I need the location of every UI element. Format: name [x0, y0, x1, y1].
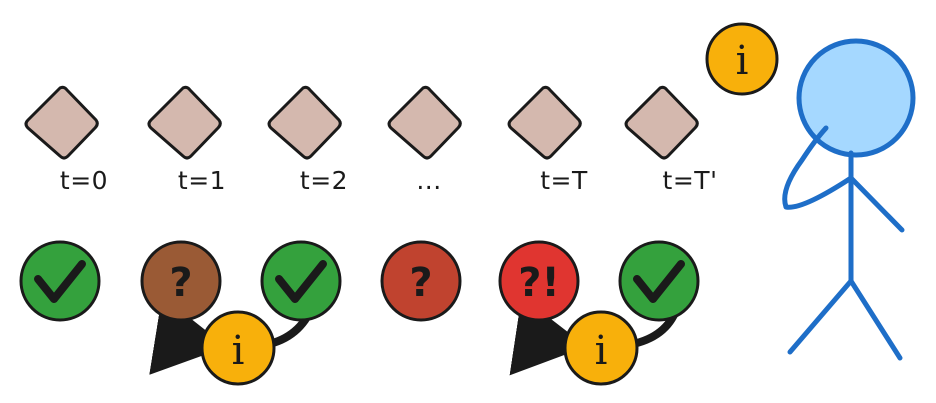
time-label-ellipsis: ... — [416, 166, 441, 195]
check-circle-1 — [19, 240, 101, 322]
question-circle-red: ? — [380, 240, 462, 322]
state-diamond-t0 — [24, 85, 99, 160]
question-mark-icon: ? — [409, 260, 432, 306]
person-left-leg — [787, 278, 854, 355]
check-icon — [633, 260, 685, 303]
info-circle-2: i — [563, 310, 639, 386]
check-icon — [34, 260, 86, 303]
person-right-leg — [848, 278, 903, 361]
state-diamond-t2 — [267, 85, 342, 160]
check-icon — [275, 260, 327, 303]
question-circle-brown: ? — [140, 240, 222, 322]
time-label-t1: t=1 — [178, 166, 226, 195]
state-diamond-tT — [507, 85, 582, 160]
info-circle-1: i — [200, 310, 276, 386]
state-diamond-ellipsis — [387, 85, 462, 160]
time-label-t2: t=2 — [300, 166, 348, 195]
stick-figure-person — [782, 38, 916, 361]
info-icon: i — [595, 328, 608, 374]
time-label-tT-prime: t=T' — [663, 166, 718, 195]
info-icon: i — [232, 328, 245, 374]
question-mark-icon: ? — [169, 260, 192, 306]
info-circle-thought: i — [705, 22, 779, 96]
time-label-t0: t=0 — [60, 166, 108, 195]
info-icon: i — [736, 38, 749, 84]
state-diamond-tT-prime — [624, 85, 699, 160]
check-circle-3 — [618, 240, 700, 322]
person-left-arm — [782, 125, 854, 210]
check-circle-2 — [260, 240, 342, 322]
exclamation-question-circle: ?! — [498, 240, 580, 322]
time-label-tT: t=T — [540, 166, 588, 195]
question-exclamation-icon: ?! — [518, 260, 559, 306]
person-right-arm — [848, 175, 905, 233]
state-diamond-t1 — [147, 85, 222, 160]
